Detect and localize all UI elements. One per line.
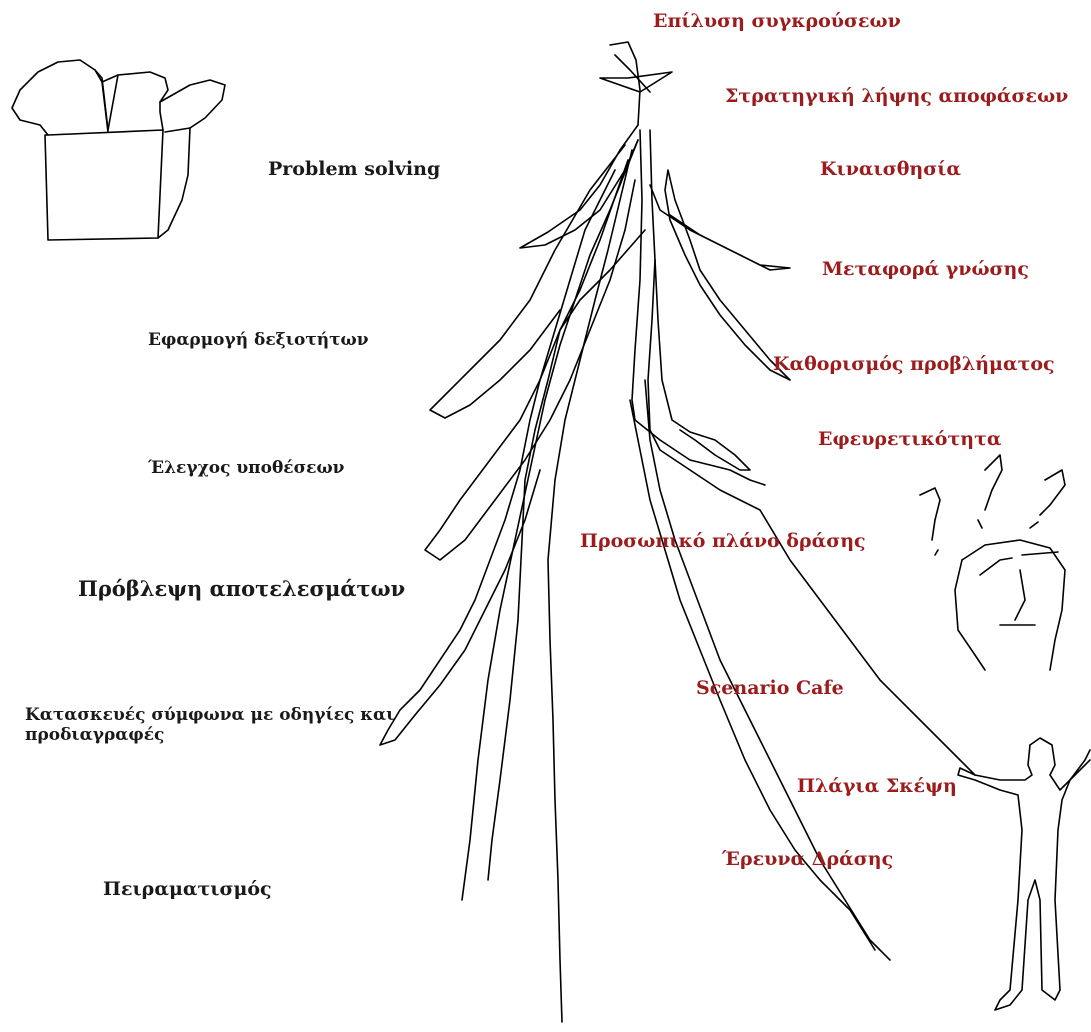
open-box-icon (12, 60, 225, 240)
label-scenario: Scenario Cafe (696, 677, 844, 700)
label-efarmogi: Εφαρμογή δεξιοτήτων (148, 330, 369, 350)
label-problem-solving: Problem solving (268, 158, 440, 181)
label-prosopiko: Προσωπικό πλάνο δράσης (580, 530, 866, 553)
label-stratigiki: Στρατηγική λήψης αποφάσεων (725, 85, 1068, 108)
label-provlepsi: Πρόβλεψη αποτελεσμάτων (78, 576, 405, 601)
label-erevna: Έρευνα Δράσης (722, 848, 893, 871)
label-kataskeves: Κατασκευές σύμφωνα με οδηγίες και προδια… (25, 705, 425, 746)
label-kathorismos: Καθορισμός προβλήματος (773, 353, 1055, 376)
confused-head-icon (920, 455, 1065, 670)
label-efevretikotita: Εφευρετικότητα (818, 428, 1002, 451)
label-plagia: Πλάγια Σκέψη (797, 775, 957, 798)
label-kinaisthisia: Κιναισθησία (820, 158, 961, 181)
label-elegxos: Έλεγχος υποθέσεων (148, 458, 344, 478)
stick-figure-icon (958, 738, 1090, 1010)
label-peiramatismos: Πειραματισμός (103, 878, 272, 901)
label-metafora: Μεταφορά γνώσης (822, 258, 1029, 281)
label-epilysi: Επίλυση συγκρούσεων (653, 10, 901, 33)
